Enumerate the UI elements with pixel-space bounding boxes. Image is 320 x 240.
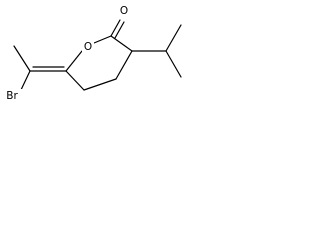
bond-c6-ring-oxygen <box>65 50 83 72</box>
bond-c7-bromine <box>19 70 31 93</box>
bond-c4-c5 <box>83 78 117 91</box>
bond-c2-carbonyl-oxygen-b <box>114 21 125 39</box>
bond-c5-c6 <box>65 70 85 91</box>
bond-ring-oxygen-c2 <box>93 35 112 44</box>
bond-isopropyl-methyl-lower <box>165 50 182 78</box>
bond-c3-c4 <box>115 50 133 80</box>
chemical-structure-diagram: Br O O <box>2 4 182 103</box>
carbonyl-oxygen-atom-label: O <box>120 5 128 17</box>
atom-labels: Br O O <box>2 4 130 103</box>
bond-methyl-c7 <box>13 45 31 72</box>
bond-isopropyl-methyl-upper <box>165 24 182 52</box>
bond-c2-carbonyl-oxygen-a <box>110 19 121 37</box>
bond-c2-c3 <box>110 35 133 52</box>
bonds <box>13 19 182 93</box>
bromine-atom-label: Br <box>6 90 18 102</box>
ring-oxygen-atom-label: O <box>84 41 92 53</box>
